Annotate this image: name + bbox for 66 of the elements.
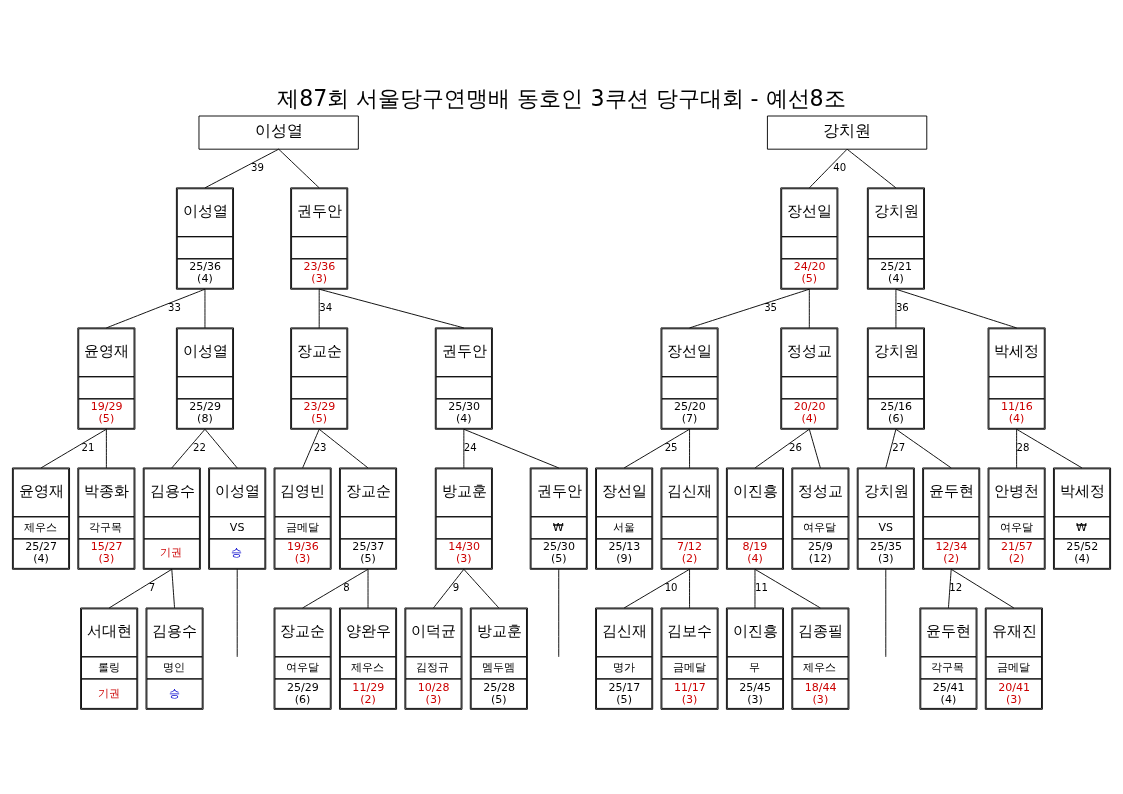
connector	[623, 428, 690, 469]
edge-label: 35	[764, 302, 778, 314]
node-box: 이성열	[198, 115, 359, 150]
connector	[463, 428, 465, 469]
connector	[236, 568, 238, 658]
connector	[318, 288, 320, 329]
connector	[171, 428, 206, 469]
edge-label: 22	[192, 442, 206, 454]
edge-label: 26	[789, 442, 802, 454]
connector	[846, 148, 897, 189]
edge-label: 23	[313, 442, 327, 454]
edge-label: 21	[81, 442, 95, 454]
connector	[1016, 428, 1083, 469]
connector	[895, 288, 1018, 329]
edge-label: 9	[452, 582, 460, 594]
connector	[1016, 428, 1018, 469]
connector	[689, 568, 690, 609]
connector	[463, 568, 500, 609]
node-box: 강치원	[766, 115, 928, 150]
edge-label: 39	[251, 162, 264, 174]
connector	[885, 428, 897, 469]
connector	[105, 428, 107, 469]
edge-label: 8	[343, 582, 350, 594]
connector	[318, 428, 369, 469]
connector	[302, 568, 369, 609]
connector	[318, 288, 465, 329]
connector	[204, 428, 238, 469]
edge-label: 10	[664, 582, 678, 594]
diagram-title: 제87회 서울당구연맹배 동호인 3쿠션 당구대회 - 예선8조	[277, 85, 846, 112]
edge-label: 25	[664, 442, 678, 454]
connector	[808, 288, 810, 329]
connector	[105, 288, 206, 329]
edge-label: 36	[895, 302, 909, 314]
edge-label: 40	[833, 162, 847, 174]
connector	[433, 568, 465, 609]
connector	[808, 148, 848, 189]
connector	[895, 428, 952, 469]
connector	[367, 568, 369, 609]
connector	[108, 568, 173, 609]
connector	[558, 568, 560, 658]
connector	[948, 568, 952, 609]
connector	[278, 148, 320, 189]
connector	[204, 288, 206, 329]
edge-label: 28	[1016, 442, 1030, 454]
connector	[754, 568, 821, 609]
connector	[754, 568, 756, 609]
edge-label: 12	[949, 582, 963, 594]
connector	[171, 568, 175, 609]
connector	[895, 288, 897, 329]
connector	[463, 428, 560, 469]
connector	[204, 148, 280, 189]
edge-label: 11	[754, 582, 768, 594]
connector	[689, 288, 810, 329]
connector	[950, 568, 1015, 609]
edge-label: 33	[168, 302, 182, 314]
edge-label: 7	[148, 582, 156, 594]
edge-label: 34	[319, 302, 333, 314]
edge-label: 24	[463, 442, 477, 454]
connector	[40, 428, 107, 469]
connector	[808, 428, 821, 469]
connector	[689, 428, 690, 469]
connector	[885, 568, 887, 658]
connector	[623, 568, 690, 609]
connector	[754, 428, 810, 469]
connector	[302, 428, 320, 469]
edge-label: 27	[892, 442, 906, 454]
